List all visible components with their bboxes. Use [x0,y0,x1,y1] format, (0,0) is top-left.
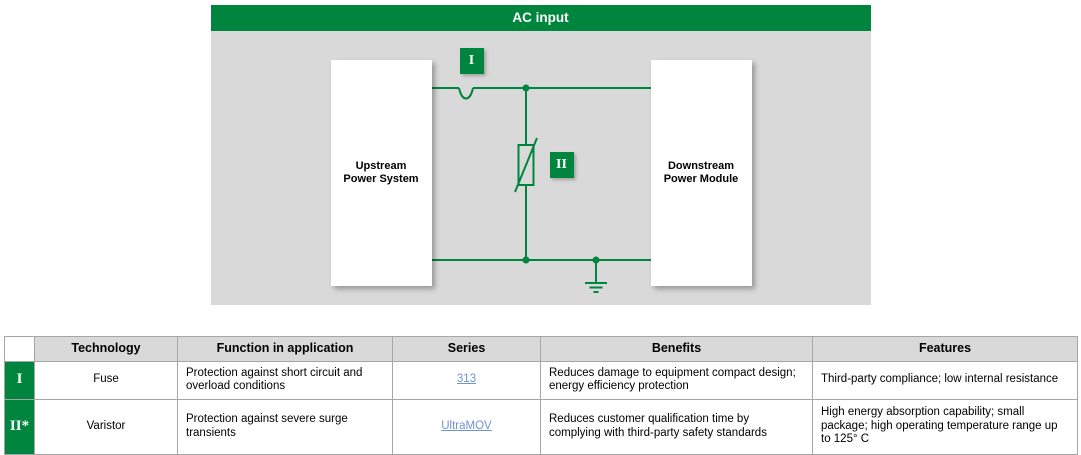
top-wire [430,87,651,100]
col-header-technology: Technology [34,336,178,362]
upstream-power-system-box: Upstream Power System [330,60,432,286]
technology-cell: Fuse [34,360,178,400]
diagram-title: AC input [210,5,871,31]
technology-cell: Varistor [34,398,178,455]
row-badge: II* [4,398,35,455]
function-cell: Protection against short circuit and ove… [177,360,393,400]
series-link[interactable]: 313 [456,373,477,386]
benefits-cell: Reduces damage to equipment compact desi… [540,360,813,400]
col-header-benefits: Benefits [540,336,813,362]
series-cell: UltraMOV [392,398,541,455]
table-row: II* Varistor Protection against severe s… [4,398,1078,455]
diagram-canvas: Upstream Power System Downstream Power M… [210,31,871,305]
fuse-symbol [457,87,474,100]
col-header-series: Series [392,336,541,362]
varistor-branch [513,88,538,260]
ground-icon [584,260,607,293]
features-cell: High energy absorption capability; small… [812,398,1078,455]
series-cell: 313 [392,360,541,400]
table-header-row: Technology Function in application Serie… [4,336,1078,362]
series-link[interactable]: UltraMOV [441,419,492,432]
table-row: I Fuse Protection against short circuit … [4,360,1078,400]
ac-input-diagram: AC input [210,5,871,305]
varistor-badge: II [549,152,574,178]
col-header-features: Features [812,336,1078,362]
function-cell: Protection against severe surge transien… [177,398,393,455]
circuit-diagram [430,84,651,293]
features-cell: Third-party compliance; low internal res… [812,360,1078,400]
col-header-function: Function in application [177,336,393,362]
components-table: Technology Function in application Serie… [4,336,1078,455]
benefits-cell: Reduces customer qualification time by c… [540,398,813,455]
col-header-badge [4,336,35,362]
fuse-badge: I [459,48,484,74]
downstream-power-module-box: Downstream Power Module [650,60,752,286]
row-badge: I [4,360,35,400]
junction-dots [522,84,599,264]
